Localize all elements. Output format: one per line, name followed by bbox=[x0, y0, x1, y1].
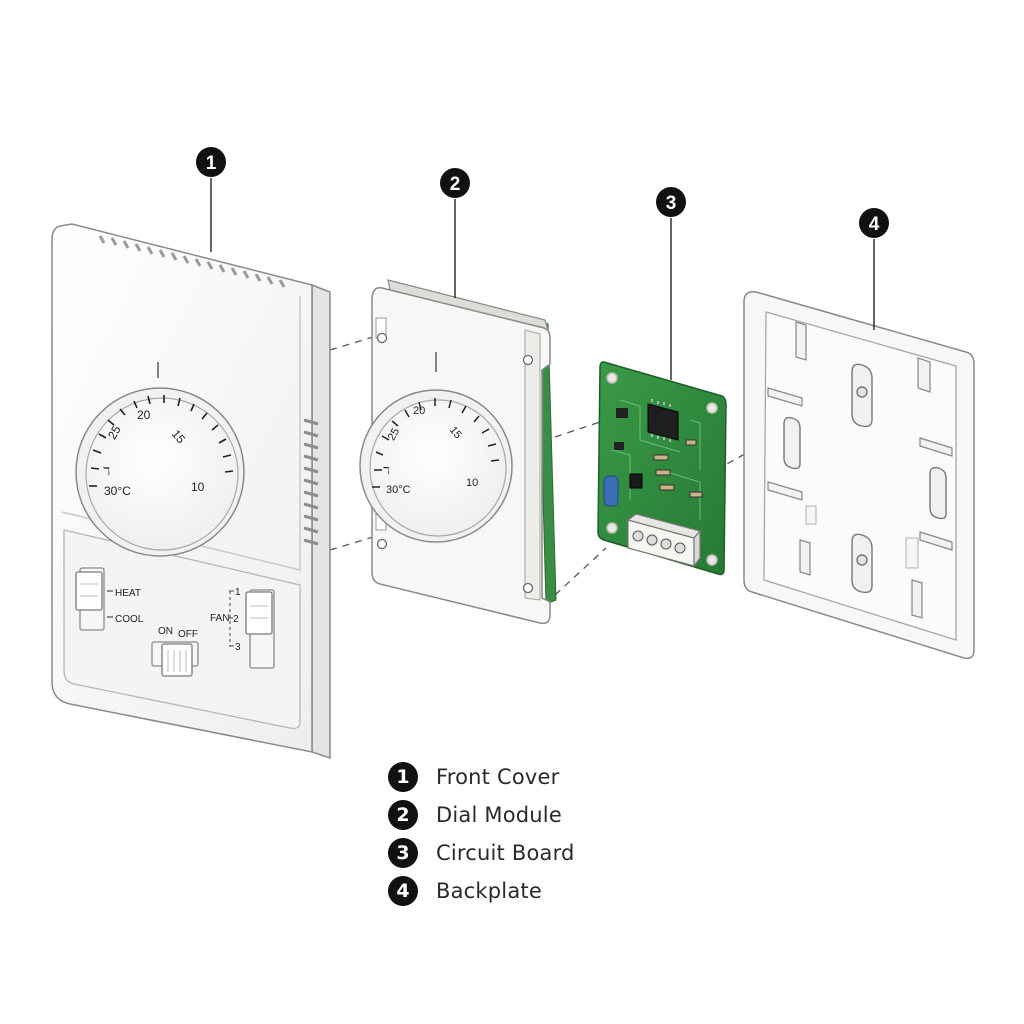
legend-label-dial-module: Dial Module bbox=[436, 803, 562, 827]
module-dial-label-10: 10 bbox=[466, 477, 478, 489]
callout-badge-3: 3 bbox=[656, 187, 686, 217]
mounting-clips bbox=[767, 321, 953, 619]
cool-label: COOL bbox=[115, 614, 144, 625]
module-dial-label-25: 25 bbox=[386, 426, 403, 443]
legend-badge-3: 3 bbox=[388, 838, 418, 868]
resistors bbox=[653, 439, 703, 498]
fan-position-2: 2 bbox=[233, 614, 239, 625]
legend-badge-4: 4 bbox=[388, 876, 418, 906]
module-dial-label-30: 30°C bbox=[386, 484, 411, 496]
front-cover: 30°C 25 20 15 10 ℸ HEAT COOL FAN 1 2 bbox=[51, 223, 331, 760]
callout-badge-1: 1 bbox=[196, 147, 226, 177]
fan-position-3: 3 bbox=[235, 642, 241, 653]
fan-label: FAN bbox=[210, 613, 229, 624]
dial-ticks bbox=[89, 395, 234, 487]
callout-number-4: 4 bbox=[869, 214, 880, 235]
legend-item-front-cover: 1 Front Cover bbox=[388, 758, 575, 796]
vent-slots-side bbox=[303, 418, 319, 546]
dial-module: 30°C 25 20 15 10 ℸ bbox=[359, 279, 557, 625]
callout-badge-2: 2 bbox=[440, 168, 470, 198]
fan-position-1: 1 bbox=[235, 587, 241, 598]
front-cover-dial: 30°C 25 20 15 10 ℸ bbox=[75, 362, 245, 557]
legend-badge-1: 1 bbox=[388, 762, 418, 792]
parts-legend: 1 Front Cover 2 Dial Module 3 Circuit Bo… bbox=[388, 758, 575, 910]
circuit-board bbox=[597, 361, 727, 576]
fan-speed-switch: FAN 1 2 3 bbox=[210, 587, 275, 669]
module-dial: 30°C 25 20 15 10 ℸ bbox=[359, 352, 513, 543]
legend-item-backplate: 4 Backplate bbox=[388, 872, 575, 910]
legend-item-dial-module: 2 Dial Module bbox=[388, 796, 575, 834]
dial-label-30: 30°C bbox=[104, 484, 131, 498]
on-off-switch: ON OFF bbox=[151, 626, 199, 677]
dial-label-20: 20 bbox=[137, 408, 151, 422]
callout-badge-4: 4 bbox=[859, 208, 889, 238]
module-dial-label-20: 20 bbox=[413, 405, 425, 417]
legend-label-backplate: Backplate bbox=[436, 879, 542, 903]
backplate bbox=[743, 290, 975, 660]
callout-number-3: 3 bbox=[666, 193, 677, 214]
terminal-block bbox=[626, 513, 702, 568]
off-label: OFF bbox=[178, 629, 198, 640]
legend-badge-2: 2 bbox=[388, 800, 418, 830]
legend-label-circuit-board: Circuit Board bbox=[436, 841, 575, 865]
capacitor bbox=[603, 475, 619, 507]
legend-label-front-cover: Front Cover bbox=[436, 765, 560, 789]
dial-small-mark: ℸ bbox=[103, 466, 110, 478]
module-dial-ticks bbox=[372, 398, 500, 488]
keyhole-slots bbox=[783, 363, 947, 594]
module-dial-small-mark: ℸ bbox=[383, 466, 389, 477]
heat-cool-switch: HEAT COOL bbox=[75, 567, 144, 631]
callout-number-1: 1 bbox=[206, 153, 217, 174]
callout-leaders bbox=[210, 178, 875, 380]
vent-slots-top bbox=[98, 235, 286, 288]
on-label: ON bbox=[158, 626, 173, 637]
callout-number-2: 2 bbox=[450, 174, 461, 195]
dial-label-25: 25 bbox=[105, 423, 124, 442]
microcontroller-chip bbox=[647, 399, 679, 442]
heat-label: HEAT bbox=[115, 588, 141, 599]
dial-label-10: 10 bbox=[191, 480, 205, 494]
legend-item-circuit-board: 3 Circuit Board bbox=[388, 834, 575, 872]
